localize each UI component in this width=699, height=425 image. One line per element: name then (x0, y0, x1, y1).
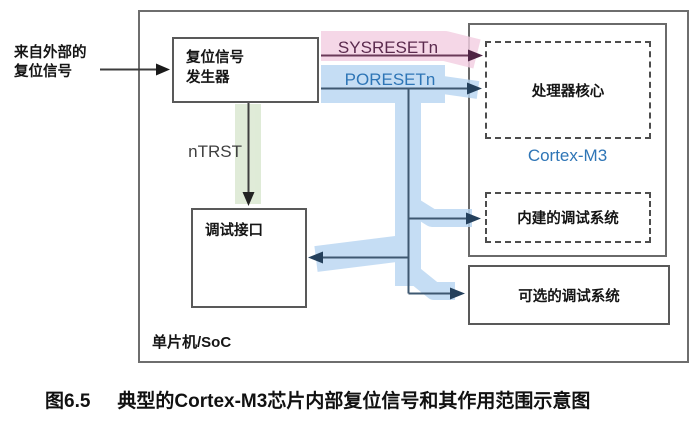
ntrst-signal-label: nTRST (188, 142, 242, 161)
figure-caption: 图6.5 典型的Cortex-M3芯片内部复位信号和其作用范围示意图 (45, 386, 590, 413)
reset-generator-label-line2: 发生器 (186, 70, 230, 86)
cortex-m3-label: Cortex-M3 (527, 146, 608, 165)
debug-interface-label: 调试接口 (205, 223, 263, 239)
external-reset-line1: 来自外部的 (14, 45, 87, 61)
external-reset-source-label: 来自外部的 复位信号 (14, 44, 87, 82)
reset-generator-label-line1: 复位信号 (186, 50, 244, 66)
poresetn-signal-label: PORESETn (344, 70, 436, 89)
processor-core-label: 处理器核心 (531, 83, 605, 100)
soc-label: 单片机/SoC (152, 334, 232, 351)
figure-caption-title: 典型的Cortex-M3芯片内部复位信号和其作用范围示意图 (117, 391, 591, 412)
figure-caption-number: 图6.5 (45, 391, 91, 412)
processor-core-box: 处理器核心 (485, 41, 651, 139)
builtin-debug-label: 内建的调试系统 (517, 211, 619, 227)
soc-outer-box (138, 10, 689, 363)
reset-generator-box: 复位信号 发生器 (172, 37, 319, 103)
debug-interface-box: 调试接口 (191, 208, 307, 308)
optional-debug-box: 可选的调试系统 (468, 265, 670, 325)
sysresetn-signal-label: SYSRESETn (337, 38, 439, 57)
builtin-debug-box: 内建的调试系统 (485, 192, 651, 243)
cortex-m3-box (468, 23, 667, 257)
optional-debug-label: 可选的调试系统 (518, 288, 620, 305)
external-reset-line2: 复位信号 (14, 64, 72, 80)
